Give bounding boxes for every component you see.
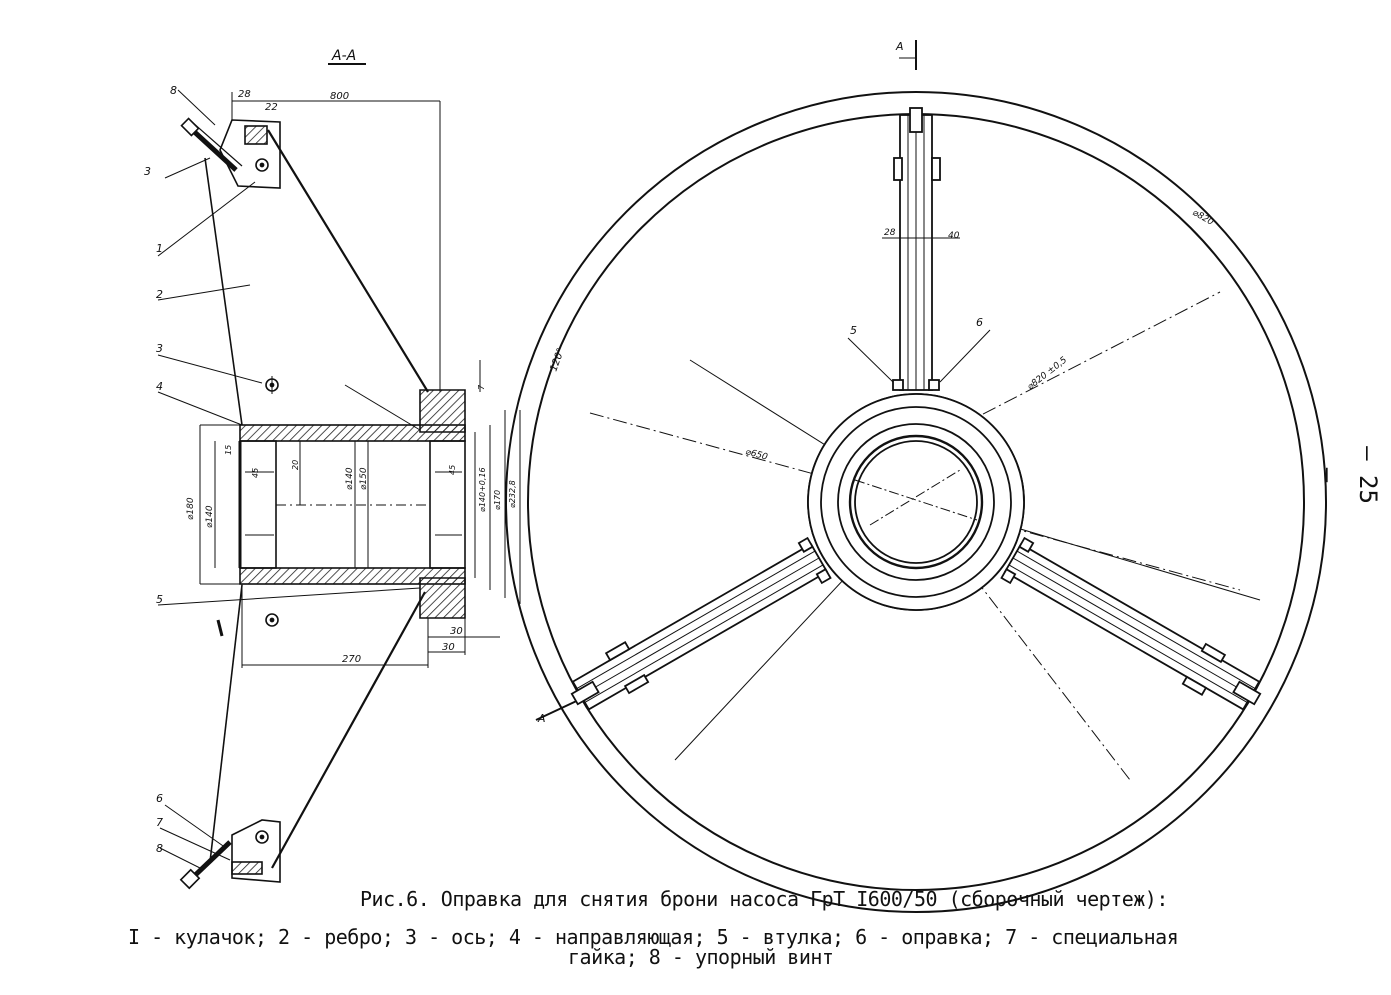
callout-8-top: 8 — [170, 84, 177, 97]
callout-6-front: 6 — [976, 316, 983, 329]
dim-a120: 120° — [548, 347, 567, 373]
dim-d140a: ⌀140 — [205, 505, 215, 528]
dim-d170: ⌀170 — [493, 490, 502, 510]
front-view: А А 28 40 — [505, 40, 1327, 913]
rib-line-left — [204, 157, 243, 426]
dim-w40: 40 — [948, 231, 960, 241]
spoke-lower-left — [1000, 536, 1262, 711]
page-number: – 25 – — [1314, 446, 1382, 504]
dim-v45b: 45 — [448, 465, 457, 475]
dim-d650: ⌀650 — [744, 447, 769, 463]
figure-caption-title: Рис.6. Оправка для снятия брони насоса Г… — [360, 887, 1168, 911]
figure-caption-legend-line2: гайка; 8 - упорный винт — [568, 945, 834, 969]
dim-d150: ⌀150 — [359, 467, 369, 490]
dim-v20: 20 — [291, 460, 300, 470]
rib-line-left-lower — [209, 584, 243, 863]
callout-7: 7 — [156, 816, 163, 829]
dim-w28: 28 — [884, 228, 896, 238]
figure-caption-legend-line1: I - кулачок; 2 - ребро; 3 - ось; 4 - нап… — [128, 925, 1179, 949]
dim-top-22: 22 — [265, 102, 278, 113]
callout-5-front: 5 — [850, 324, 857, 337]
bottom-cam-group — [179, 819, 281, 890]
dim-v15: 15 — [224, 445, 233, 455]
section-label: А-А — [331, 48, 356, 64]
callout-1: 1 — [156, 242, 163, 255]
dim-270: 270 — [342, 654, 361, 665]
rib-line-right — [267, 129, 429, 393]
dim-30a: 30 — [450, 626, 463, 637]
dim-d820: ⌀820 — [1191, 208, 1216, 228]
dim-v7: 7 — [477, 384, 486, 390]
callout-4: 4 — [156, 380, 163, 393]
section-mark-top: А — [895, 40, 904, 53]
dim-d820-tol: ⌀820 ±0,5 — [1026, 355, 1070, 392]
dim-d140-tol: ⌀140+0,16 — [478, 467, 487, 512]
section-view-a-a: А-А 28 22 800 — [144, 48, 521, 890]
dim-v45a: 45 — [251, 468, 260, 478]
spoke-top: 28 40 — [882, 107, 960, 391]
spoke-lower-right — [570, 536, 832, 711]
callout-8: 8 — [156, 842, 163, 855]
dim-top-800: 800 — [330, 91, 349, 102]
dim-d232: ⌀232,8 — [508, 480, 517, 508]
dim-30b: 30 — [442, 642, 455, 653]
dim-d140b: ⌀140 — [345, 467, 355, 490]
callout-3-top: 3 — [144, 165, 151, 178]
callout-3: 3 — [156, 342, 163, 355]
top-cam-group — [180, 117, 281, 189]
section-mark-bottom: А — [537, 712, 546, 725]
dim-top-28: 28 — [238, 89, 251, 100]
callout-6: 6 — [156, 792, 163, 805]
callout-2: 2 — [156, 288, 163, 301]
dim-d180: ⌀180 — [186, 497, 196, 520]
rib-line-right-lower — [271, 591, 426, 869]
callout-5: 5 — [156, 593, 163, 606]
